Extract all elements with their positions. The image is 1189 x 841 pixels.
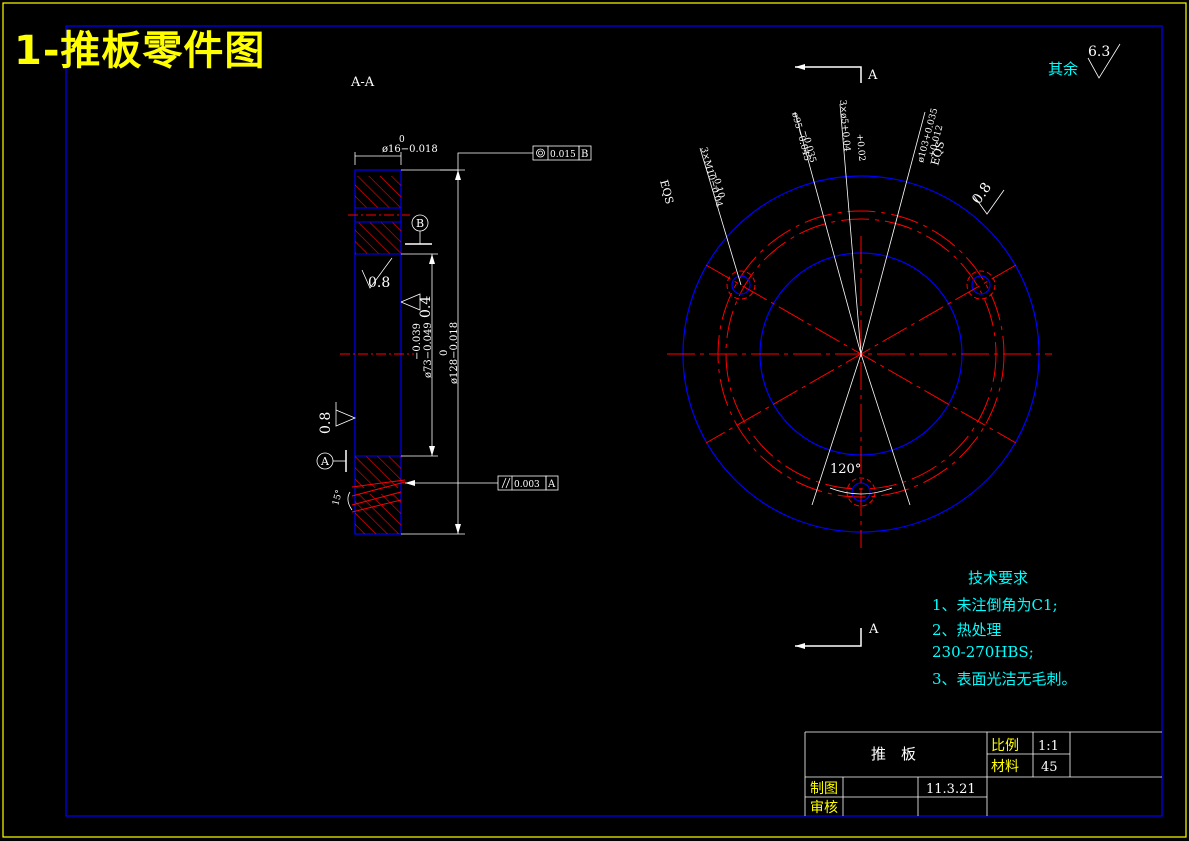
roughness-rest-symbol: [1087, 43, 1121, 79]
tech-item-3: 3、表面光洁无毛刺。: [932, 670, 1077, 688]
roughness-face: 0.8: [368, 275, 390, 291]
inner-border: [65, 25, 1163, 817]
side-angle-label: 15°: [331, 489, 345, 507]
eqs-right: EQS: [928, 140, 947, 167]
material-value: 45: [1041, 760, 1058, 775]
roughness-rest-value: 6.3: [1088, 44, 1110, 60]
front-roughness: 0.8: [969, 180, 995, 207]
section-label: A-A: [350, 75, 375, 90]
dim-outer-line2: ø128−0.018: [449, 322, 460, 384]
scale-value: 1:1: [1038, 739, 1059, 754]
title-block: [804, 731, 1162, 816]
eqs-left: EQS: [657, 178, 676, 205]
section-marker-top: A: [867, 68, 878, 83]
tech-heading: 技术要求: [968, 569, 1029, 587]
tech-item-2: 2、热处理: [932, 621, 1002, 639]
tech-item-1: 1、未注倒角为C1;: [932, 596, 1058, 614]
part-name: 推 板: [871, 745, 916, 763]
datum-a-label: A: [320, 455, 330, 468]
geo-tol-top-datum: B: [581, 149, 588, 160]
dim-inner-line2: ø73−0.049: [423, 322, 434, 378]
leader-3b: +0.02: [854, 133, 866, 161]
scale-label: 比例: [991, 738, 1019, 754]
geo-tol-bottom-value: 0.003: [514, 480, 540, 490]
tech-item-2b: 230-270HBS;: [932, 643, 1034, 661]
dim-outer-line1: 0: [439, 350, 450, 356]
section-marker-bottom: A: [868, 622, 879, 637]
leader-3: 3×ø5+0.04: [837, 99, 852, 152]
roughness-rest-label: 其余: [1048, 60, 1078, 78]
geo-tol-bottom-datum: A: [547, 479, 556, 490]
section-view: [316, 145, 592, 535]
datum-b-label: B: [416, 217, 424, 230]
dim-top: ø16−0.018: [382, 144, 438, 155]
front-angle-label: 120°: [830, 462, 861, 477]
drawn-label: 制图: [810, 781, 838, 797]
front-view: [667, 64, 1052, 649]
dim-inner-line1: −0.039: [412, 323, 423, 360]
drawn-date: 11.3.21: [926, 782, 976, 797]
geo-tol-top-value: 0.015: [550, 150, 576, 160]
roughness-left: 0.8: [318, 412, 334, 434]
material-label: 材料: [991, 759, 1019, 775]
page-title: 1-推板零件图: [14, 28, 266, 74]
checked-label: 审核: [810, 800, 838, 816]
dim-top-upper: 0: [399, 135, 405, 145]
roughness-inner: 0.4: [418, 296, 434, 318]
